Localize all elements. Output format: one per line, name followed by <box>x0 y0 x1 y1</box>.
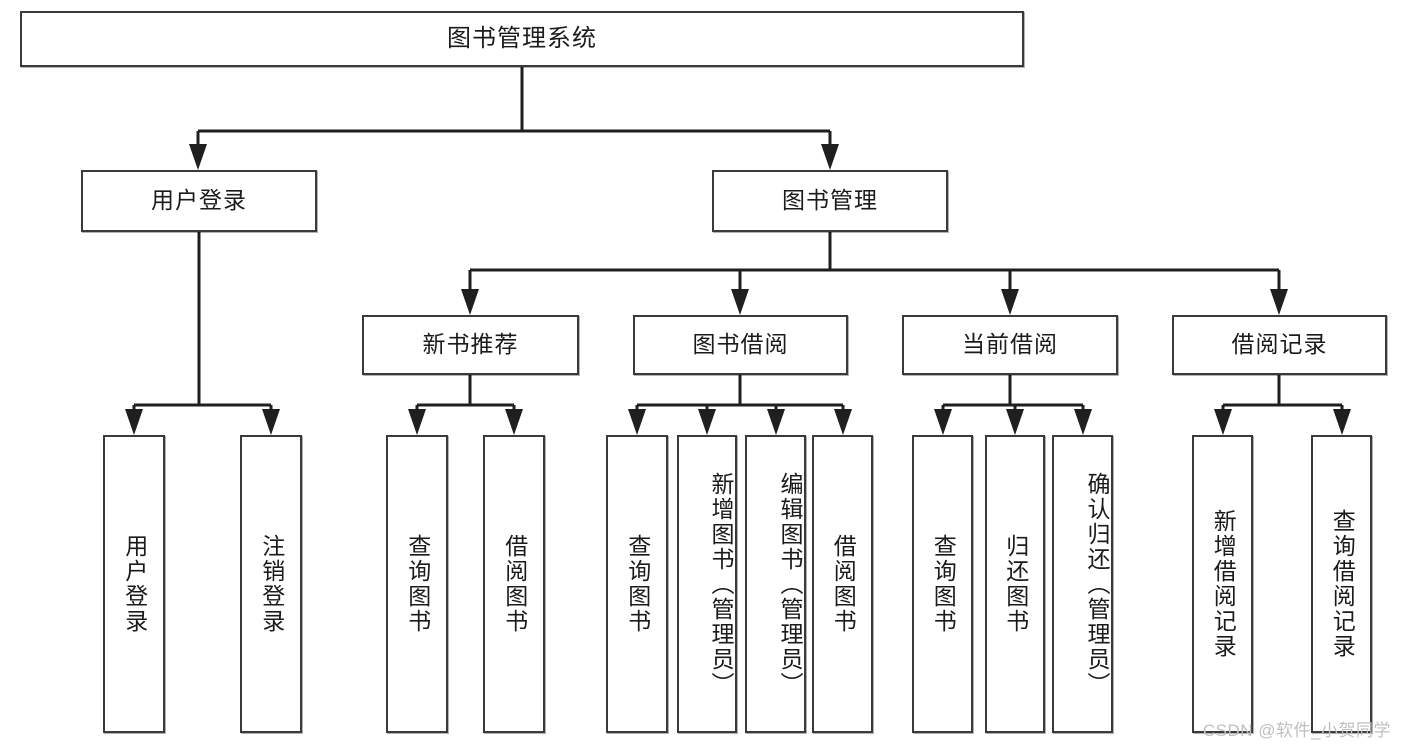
arrowhead-icon <box>834 409 852 435</box>
node-label: 归还图书 <box>1002 534 1029 634</box>
node-label: 查询图书 <box>404 534 431 634</box>
node-borrow-record: 借阅记录 <box>1172 315 1387 375</box>
node-root-book-management-system: 图书管理系统 <box>20 11 1024 67</box>
node-label: 查询图书 <box>624 534 651 634</box>
node-leaf-borrow-book-borrow: 借阅图书 <box>812 435 873 733</box>
arrowhead-icon <box>262 409 280 435</box>
node-leaf-borrow-book-recommend: 借阅图书 <box>483 435 545 733</box>
node-label: 新增图书（管理员） <box>708 471 734 697</box>
node-leaf-add-book-admin: 新增图书（管理员） <box>677 435 737 733</box>
node-label: 图书管理系统 <box>447 24 597 52</box>
node-book-borrow: 图书借阅 <box>633 315 848 375</box>
arrowhead-icon <box>698 409 716 435</box>
node-label: 借阅图书 <box>830 534 857 634</box>
arrowhead-icon <box>125 409 143 435</box>
node-leaf-logout-login: 注销登录 <box>240 435 302 733</box>
node-leaf-query-book-borrow: 查询图书 <box>606 435 668 733</box>
arrowhead-icon <box>1074 409 1092 435</box>
node-current-borrow: 当前借阅 <box>902 315 1118 375</box>
arrowhead-icon <box>408 409 426 435</box>
node-label: 新书推荐 <box>422 331 519 358</box>
node-label: 注销登录 <box>258 534 285 634</box>
arrowhead-icon <box>628 409 646 435</box>
node-label: 查询借阅记录 <box>1329 509 1356 659</box>
node-label: 编辑图书（管理员） <box>777 471 803 697</box>
arrowhead-icon <box>505 409 523 435</box>
node-label: 当前借阅 <box>962 331 1058 358</box>
arrowhead-icon <box>767 409 785 435</box>
node-leaf-return-book: 归还图书 <box>985 435 1045 733</box>
arrowhead-icon <box>461 289 479 315</box>
arrowhead-icon <box>731 289 749 315</box>
node-new-book-recommend: 新书推荐 <box>362 315 579 375</box>
node-leaf-query-book-current: 查询图书 <box>912 435 973 733</box>
node-book-management: 图书管理 <box>712 170 948 232</box>
node-label: 查询图书 <box>930 534 957 634</box>
node-leaf-edit-book-admin: 编辑图书（管理员） <box>745 435 806 733</box>
node-label: 用户登录 <box>121 534 148 634</box>
arrowhead-icon <box>1006 409 1024 435</box>
arrowhead-icon <box>934 409 952 435</box>
arrowhead-icon <box>1214 409 1232 435</box>
node-label: 借阅记录 <box>1231 331 1328 358</box>
node-leaf-user-login: 用户登录 <box>103 435 165 733</box>
arrowhead-icon <box>821 144 839 170</box>
node-leaf-query-borrow-record: 查询借阅记录 <box>1311 435 1372 733</box>
arrowhead-icon <box>189 144 207 170</box>
node-leaf-confirm-return-admin: 确认归还（管理员） <box>1052 435 1113 733</box>
node-user-login: 用户登录 <box>81 170 317 232</box>
node-label: 确认归还（管理员） <box>1084 471 1110 697</box>
node-label: 图书管理 <box>782 187 878 214</box>
arrowhead-icon <box>1333 409 1351 435</box>
node-label: 借阅图书 <box>501 534 528 634</box>
arrowhead-icon <box>1270 289 1288 315</box>
node-label: 图书借阅 <box>692 331 789 358</box>
node-label: 新增借阅记录 <box>1210 509 1237 659</box>
node-leaf-query-book-recommend: 查询图书 <box>386 435 448 733</box>
arrowhead-icon <box>1001 289 1019 315</box>
node-leaf-add-borrow-record: 新增借阅记录 <box>1192 435 1253 733</box>
node-label: 用户登录 <box>151 187 247 214</box>
csdn-watermark: CSDN @软件_小贺同学 <box>1202 721 1391 740</box>
